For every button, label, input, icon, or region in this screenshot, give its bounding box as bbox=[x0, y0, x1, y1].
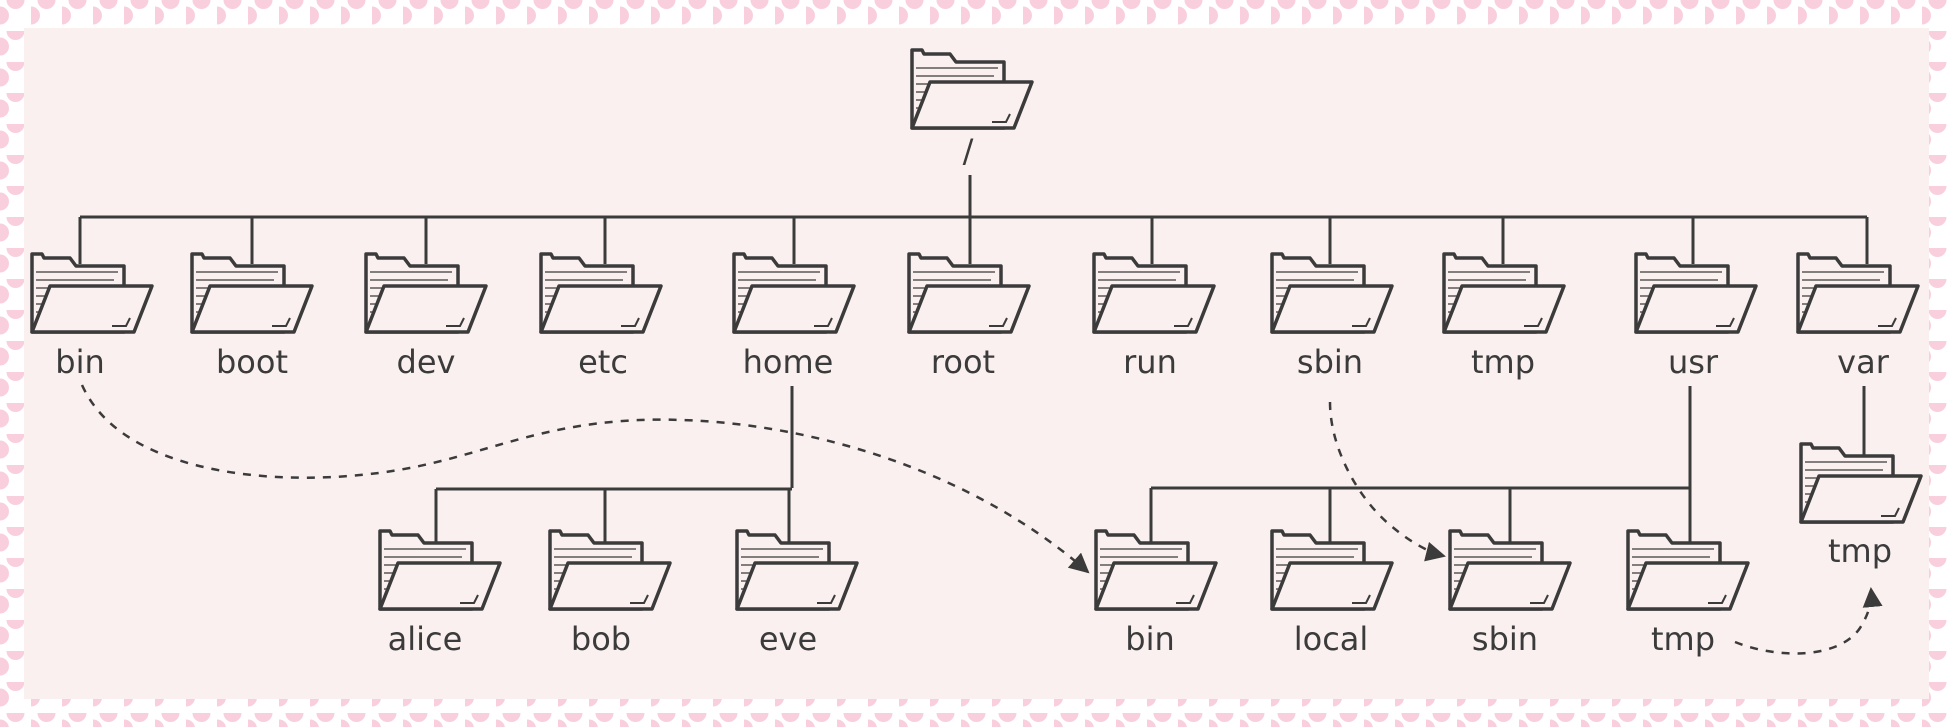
label-tmp: tmp bbox=[1471, 343, 1535, 381]
home-children-labels: alice bob eve bbox=[388, 620, 817, 658]
label-var-tmp: tmp bbox=[1828, 532, 1892, 570]
label-bob: bob bbox=[571, 620, 631, 658]
label-run: run bbox=[1123, 343, 1177, 381]
label-etc: etc bbox=[578, 343, 628, 381]
symlink-usr-tmp-to-var-tmp bbox=[1734, 587, 1883, 655]
symlink-arrows bbox=[80, 384, 1883, 655]
label-sbin: sbin bbox=[1297, 343, 1363, 381]
label-home: home bbox=[743, 343, 834, 381]
symlink-sbin-to-usr-sbin bbox=[1328, 401, 1446, 562]
label-boot: boot bbox=[216, 343, 288, 381]
label-dev: dev bbox=[397, 343, 456, 381]
tree-connectors bbox=[78, 175, 1869, 542]
label-usr-tmp: tmp bbox=[1651, 620, 1715, 658]
label-usr: usr bbox=[1668, 343, 1719, 381]
label-usr-bin: bin bbox=[1125, 620, 1174, 658]
usr-children-labels: bin local sbin tmp bbox=[1125, 620, 1715, 658]
diagram-panel bbox=[24, 28, 1929, 699]
label-root: root bbox=[931, 343, 995, 381]
root-label: / bbox=[963, 132, 974, 170]
label-usr-sbin: sbin bbox=[1472, 620, 1538, 658]
top-level-labels: bin boot dev etc home root run sbin tmp … bbox=[55, 343, 1889, 381]
label-usr-local: local bbox=[1294, 620, 1369, 658]
label-var: var bbox=[1837, 343, 1890, 381]
label-alice: alice bbox=[388, 620, 463, 658]
label-bin: bin bbox=[55, 343, 104, 381]
label-eve: eve bbox=[759, 620, 817, 658]
home-children-folders bbox=[378, 529, 859, 611]
